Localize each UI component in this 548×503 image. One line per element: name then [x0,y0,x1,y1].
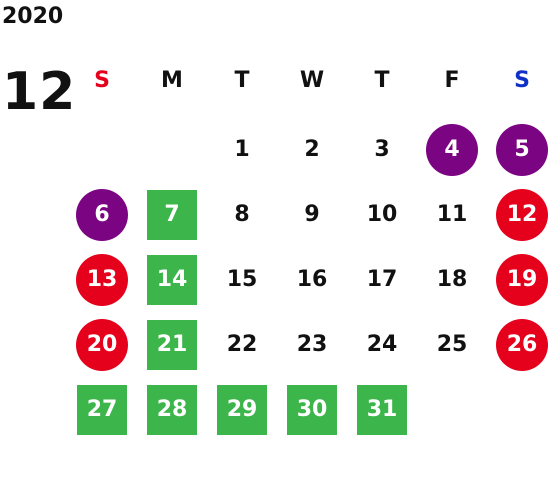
day-cell[interactable]: 12 [496,189,548,241]
weekday-label: T [234,68,250,93]
day-cell[interactable]: 31 [357,385,407,435]
day-cell[interactable]: 23 [296,332,328,357]
day-cell[interactable]: 30 [287,385,337,435]
day-cell[interactable]: 6 [76,189,128,241]
day-cell[interactable]: 22 [226,332,258,357]
day-cell[interactable]: 13 [76,254,128,306]
year-label: 2020 [2,4,64,29]
day-cell[interactable]: 14 [147,255,197,305]
day-cell[interactable]: 11 [436,202,468,227]
day-cell[interactable]: 8 [234,202,250,227]
day-cell[interactable]: 27 [77,385,127,435]
day-cell[interactable]: 26 [496,319,548,371]
day-cell[interactable]: 1 [234,137,250,162]
weekday-label: W [299,68,325,93]
day-cell[interactable]: 15 [226,267,258,292]
day-cell[interactable]: 25 [436,332,468,357]
weekday-label: S [514,68,530,93]
month-number: 12 [2,62,77,122]
day-cell[interactable]: 9 [304,202,320,227]
weekday-label: S [94,68,110,93]
day-cell[interactable]: 20 [76,319,128,371]
day-cell[interactable]: 2 [304,137,320,162]
day-cell[interactable]: 10 [366,202,398,227]
day-cell[interactable]: 17 [366,267,398,292]
day-cell[interactable]: 28 [147,385,197,435]
day-cell[interactable]: 21 [147,320,197,370]
day-cell[interactable]: 4 [426,124,478,176]
day-cell[interactable]: 3 [374,137,390,162]
day-cell[interactable]: 16 [296,267,328,292]
day-cell[interactable]: 18 [436,267,468,292]
day-cell[interactable]: 29 [217,385,267,435]
weekday-label: T [374,68,390,93]
weekday-label: M [161,68,183,93]
day-cell[interactable]: 7 [147,190,197,240]
day-cell[interactable]: 19 [496,254,548,306]
weekday-label: F [444,68,460,93]
day-cell[interactable]: 5 [496,124,548,176]
day-cell[interactable]: 24 [366,332,398,357]
